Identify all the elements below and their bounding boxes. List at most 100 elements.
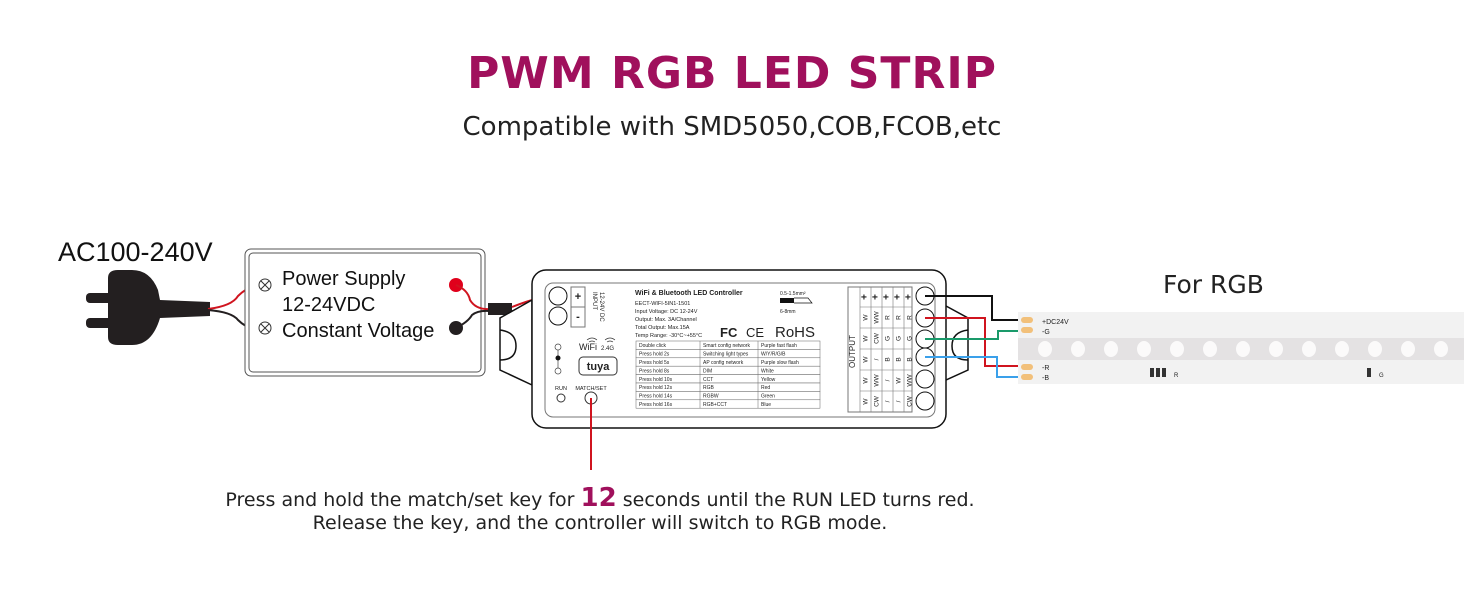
svg-text:6-8mm: 6-8mm xyxy=(780,309,796,315)
hold-seconds: 12 xyxy=(580,483,617,513)
button-function-table: Double click Smart config network Purple f… xyxy=(635,340,821,409)
svg-text:0.5-1.5mm²: 0.5-1.5mm² xyxy=(780,291,806,297)
pad-blue: -B xyxy=(1042,375,1049,382)
wifi-signal-icon xyxy=(586,337,616,343)
button-table-cell: Purple fast flash xyxy=(761,343,797,349)
spec-output: Output: Max. 3A/Channel xyxy=(635,317,697,323)
fcc-mark: FC xyxy=(720,325,738,340)
button-table-cell: RGBW xyxy=(703,394,719,400)
tuya-logo-box xyxy=(578,356,618,376)
button-table-cell: Double click xyxy=(639,343,666,349)
button-table-cell: Press hold 8s xyxy=(639,368,670,374)
output-table-cell: CW xyxy=(907,395,914,407)
output-terminal xyxy=(915,391,935,411)
rohs-mark: RoHS xyxy=(775,324,815,341)
output-table-cell: WW xyxy=(874,311,881,324)
button-table-cell: Green xyxy=(761,394,775,400)
output-table-cell: CW xyxy=(874,332,881,344)
button-table-cell: Press hold 5s xyxy=(639,360,670,366)
button-table-cell: Press hold 12s xyxy=(639,385,673,391)
output-table-cell: W xyxy=(863,377,870,384)
button-table-cell: AP config network xyxy=(703,360,744,366)
output-table-cell: G xyxy=(896,336,903,341)
ac-input-label: AC100-240V xyxy=(58,237,213,267)
led-indicator-icon xyxy=(554,343,562,375)
button-table-cell: Press hold 10s xyxy=(639,377,673,383)
output-table-cell: W xyxy=(863,398,870,405)
output-table-cell: B xyxy=(885,357,892,361)
button-table-cell: Press hold 14s xyxy=(639,394,673,400)
input-plus-label: + xyxy=(575,291,581,303)
led-chip xyxy=(1401,341,1415,357)
wire-green xyxy=(925,330,1022,340)
output-table-cell: W xyxy=(896,377,903,384)
page-title: PWM RGB LED STRIP xyxy=(467,48,997,99)
svg-text:OUTPUT: OUTPUT xyxy=(848,335,857,368)
output-table-cell: + xyxy=(893,294,904,300)
input-voltage-short: 12-24V DC xyxy=(598,292,604,322)
wire-sleeve xyxy=(488,303,512,315)
spec-input-voltage: Input Voltage: DC 12-24V xyxy=(635,309,698,315)
button-table-cell: Red xyxy=(761,385,770,391)
output-table-cell: + xyxy=(860,294,871,300)
wire-red xyxy=(925,317,1022,367)
button-table-cell: Switching light types xyxy=(703,352,749,358)
output-table-cell: W xyxy=(863,314,870,321)
mark-r: R xyxy=(1174,373,1179,379)
run-led xyxy=(556,393,566,403)
led-chip xyxy=(1269,341,1283,357)
wire-blue xyxy=(925,356,1022,378)
output-table-cell: B xyxy=(896,357,903,361)
button-table-cell: Press hold 16s xyxy=(639,402,673,408)
input-terminal-positive xyxy=(548,286,568,306)
controller-model: EECT-WIFI-5IN1-1501 xyxy=(635,301,690,307)
button-table-cell: Smart config network xyxy=(703,343,750,349)
output-table-cell: / xyxy=(885,400,892,402)
led-chip xyxy=(1236,341,1250,357)
strip-label: For RGB xyxy=(1163,270,1264,299)
output-table-cell: G xyxy=(885,336,892,341)
ps-line2: 12-24VDC xyxy=(282,294,375,316)
input-minus-label: - xyxy=(576,311,580,323)
button-table-cell: RGB+CCT xyxy=(703,402,727,408)
dc-wire-negative xyxy=(455,309,491,329)
output-table: OUTPUT xyxy=(847,286,913,413)
page-subtitle: Compatible with SMD5050,COB,FCOB,etc xyxy=(462,112,1002,142)
led-chip xyxy=(1071,341,1085,357)
output-table-cell: / xyxy=(874,358,881,360)
pad-green: -G xyxy=(1042,329,1050,336)
button-table-cell: W/Y/R/G/B xyxy=(761,352,786,358)
instruction-line-2: Release the key, and the controller will… xyxy=(312,512,888,534)
band-label: 2.4G xyxy=(601,346,614,352)
led-chip xyxy=(1137,341,1151,357)
ce-mark: CE xyxy=(746,325,764,340)
output-table-cell: + xyxy=(871,294,882,300)
output-table-cell: WW xyxy=(874,374,881,387)
instruction-text: seconds until the RUN LED turns red. xyxy=(616,489,975,511)
button-table-cell: Press hold 2s xyxy=(639,352,670,358)
controller-name: WiFi & Bluetooth LED Controller xyxy=(635,290,743,297)
ps-line3: Constant Voltage xyxy=(282,320,434,342)
button-table-cell: DIM xyxy=(703,368,712,374)
button-table-cell: Purple slow flash xyxy=(761,360,799,366)
ps-line1: Power Supply xyxy=(282,268,405,290)
match-set-label: MATCH/SET xyxy=(575,386,607,392)
pad-positive: +DC24V xyxy=(1042,319,1069,326)
button-table-cell: Blue xyxy=(761,402,771,408)
output-table-cell: W xyxy=(863,335,870,342)
led-chip xyxy=(1302,341,1316,357)
wifi-label: WiFi xyxy=(579,342,597,352)
instruction-line-1: Press and hold the match/set key for 12 … xyxy=(0,483,1200,513)
button-table-cell: RGB xyxy=(703,385,715,391)
button-table-cell: Yellow xyxy=(761,377,776,383)
led-chip xyxy=(1203,341,1217,357)
led-chip xyxy=(1368,341,1382,357)
button-table-cell: White xyxy=(761,368,774,374)
ac-plug-icon xyxy=(86,270,210,345)
wire-strip-icon: 0.5-1.5mm² 6-8mm xyxy=(780,291,813,315)
run-label: RUN xyxy=(555,386,567,392)
mark-g: G xyxy=(1379,373,1384,379)
power-supply-box xyxy=(244,248,486,377)
output-table-cell: G xyxy=(907,336,914,341)
